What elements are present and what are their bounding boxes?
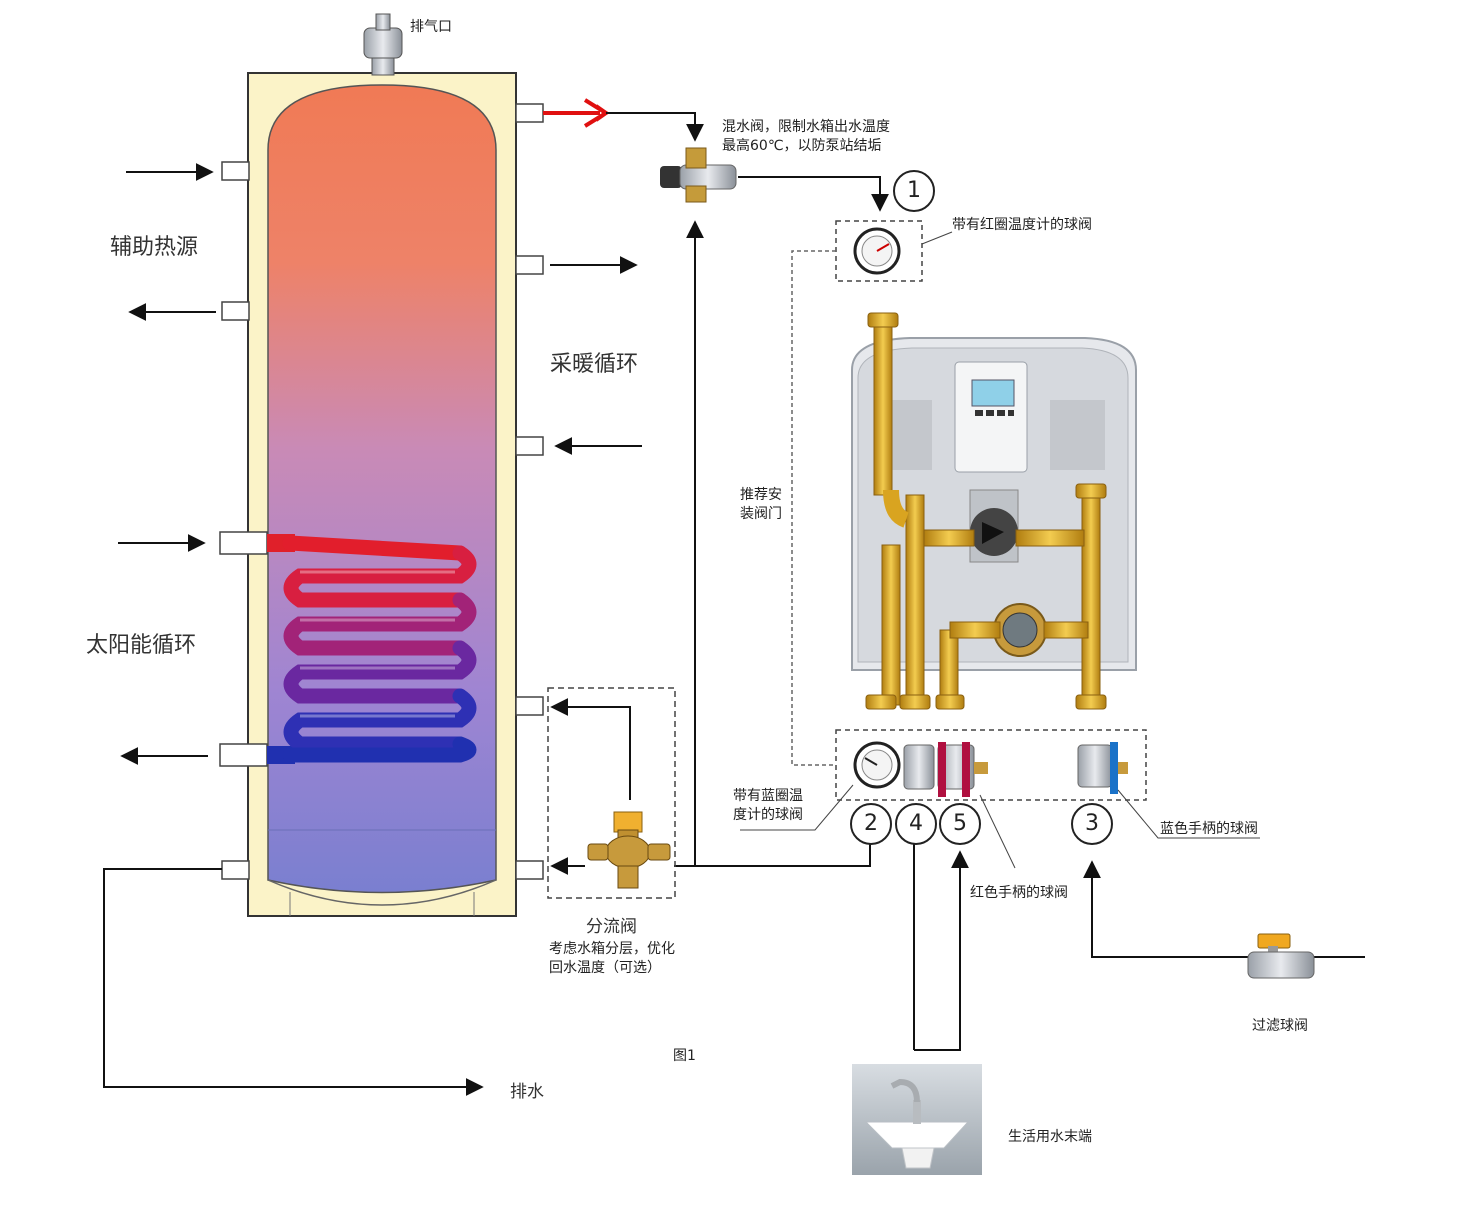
- tank-ports-left: [219, 161, 268, 880]
- air-vent-icon: [363, 13, 403, 76]
- return-pipe: [674, 822, 871, 867]
- tank-ports-right: [515, 103, 544, 880]
- vent-label: 排气口: [410, 19, 452, 35]
- blue-ring-thermometer-icon: [853, 741, 901, 789]
- drain-label: 排水: [510, 1082, 544, 1102]
- end-use-label: 生活用水末端: [1008, 1129, 1092, 1145]
- mixing-outlet-pipe: [738, 176, 889, 212]
- faucet-icon: [852, 1064, 982, 1175]
- pump-station-icon: [851, 312, 1137, 710]
- callout-1: 1: [893, 170, 935, 212]
- valve-group-box: [835, 729, 1147, 801]
- callout-5: 5: [939, 803, 981, 845]
- filter-ball-valve-icon: [1247, 933, 1315, 979]
- solar-loop-arrows: [118, 534, 208, 765]
- ball-valve-4-icon: [903, 744, 935, 790]
- drain-pipe: [103, 868, 484, 1096]
- blue-ring-valve-label: 带有蓝圈温 度计的球阀: [733, 788, 803, 823]
- heating-loop-label: 采暖循环: [550, 352, 639, 377]
- storage-tank: [247, 72, 517, 917]
- recommend-valve-label: 推荐安 装阀门: [740, 487, 782, 522]
- hot-outlet-pipe: [543, 98, 704, 142]
- recommend-valve-line: [791, 250, 836, 766]
- diverter-valve-box: [547, 687, 676, 899]
- solar-loop-label: 太阳能循环: [86, 633, 197, 658]
- solar-coil: [267, 534, 477, 764]
- red-handle-valve-label: 红色手柄的球阀: [970, 885, 1068, 901]
- callout-4: 4: [895, 803, 937, 845]
- heating-loop-arrows: [550, 256, 642, 455]
- blue-handle-valve-icon: [1077, 742, 1128, 794]
- blue-handle-valve-label: 蓝色手柄的球阀: [1160, 821, 1258, 837]
- red-ring-thermometer-box: [835, 220, 953, 282]
- red-ring-valve-label: 带有红圈温度计的球阀: [952, 217, 1092, 233]
- domestic-water-pipes: [913, 842, 1365, 1051]
- aux-heat-label: 辅助热源: [110, 235, 199, 260]
- bypass-pipe: [674, 220, 704, 867]
- filter-valve-label: 过滤球阀: [1252, 1018, 1308, 1034]
- callout-2: 2: [850, 803, 892, 845]
- aux-heat-arrows: [126, 163, 216, 321]
- ball-valve-5-icon: [937, 742, 988, 797]
- diverter-note-label: 考虑水箱分层，优化 回水温度（可选）: [549, 941, 675, 976]
- figure-label: 图1: [673, 1048, 696, 1064]
- diverter-valve-icon: [587, 811, 671, 889]
- leader-lines: [740, 784, 1260, 869]
- mixing-valve-label: 混水阀，限制水箱出水温度 最高60℃，以防泵站结垢: [722, 119, 890, 154]
- callout-3: 3: [1071, 803, 1113, 845]
- mixing-valve-icon: [660, 147, 737, 203]
- diverter-valve-label: 分流阀: [586, 917, 637, 937]
